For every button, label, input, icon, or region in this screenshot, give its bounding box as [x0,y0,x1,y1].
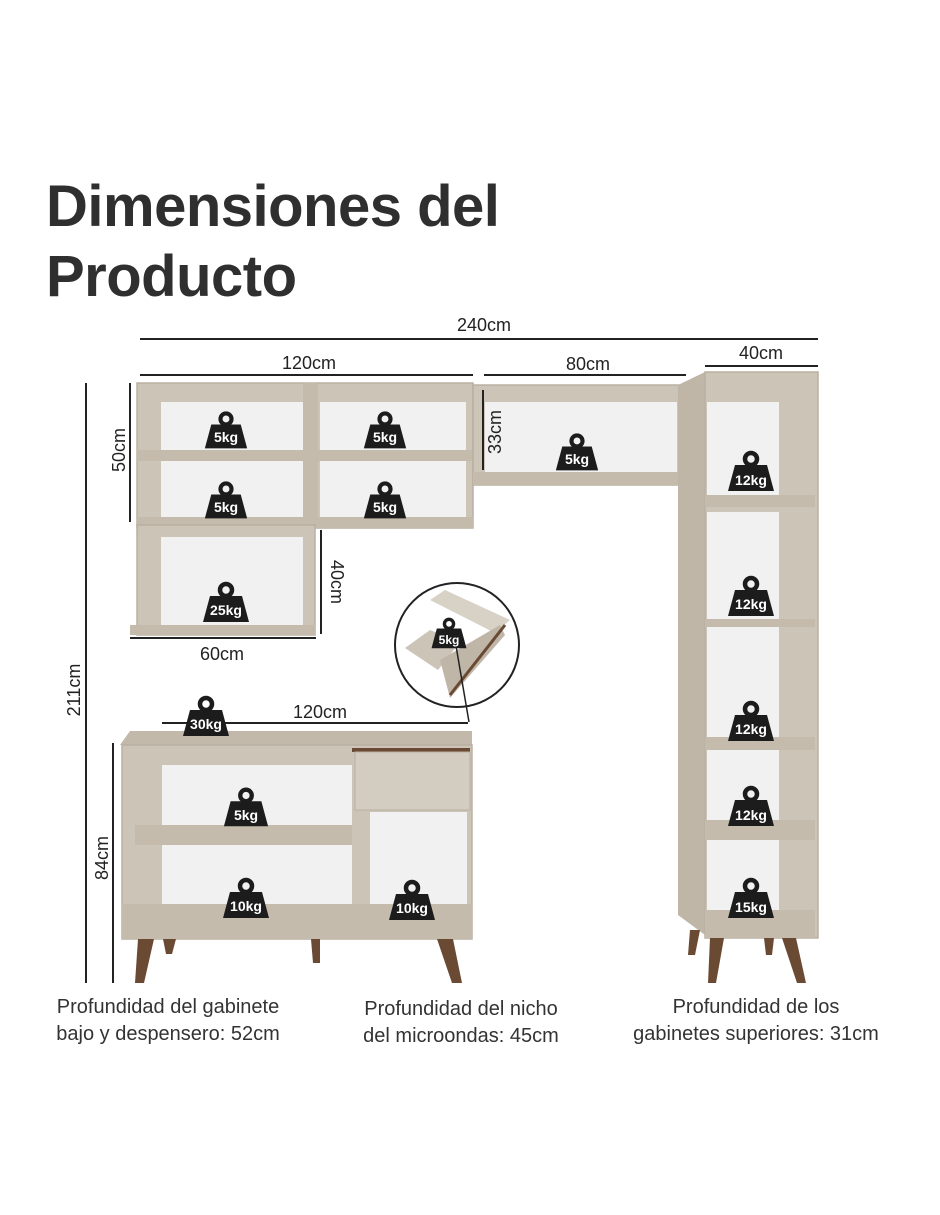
weight-icon: 30kg [183,698,229,736]
dim-lower-box-width: 60cm [200,644,244,664]
weight-base-niche: 10kg [396,900,428,916]
base-cabinet [120,731,473,983]
title-line-1: Dimensiones del [46,174,500,239]
weight-icon: 12kg [728,788,774,826]
weight-upper-big: 25kg [210,602,242,618]
note-micro-line-1: Profundidad del nicho [364,998,558,1020]
weight-icon: 25kg [203,584,249,622]
weight-icon: 10kg [389,882,435,920]
note-upper-line-2: gabinetes superiores: 31cm [633,1023,879,1045]
weight-icon: 12kg [728,453,774,491]
upper-left-cabinet [130,382,474,636]
dim-upper-height: 50cm [109,428,129,472]
weight-upper-3: 5kg [214,499,238,515]
weight-icon: 15kg [728,880,774,918]
dim-micro-width: 80cm [566,354,610,374]
dim-upper-width: 120cm [282,353,336,373]
weight-icon: 5kg [224,790,268,826]
note-base-depth: Profundidad del gabinete bajo y despense… [18,994,318,1048]
weight-icon: 5kg [364,413,406,448]
weight-icon: 12kg [728,578,774,616]
weight-icon: 5kg [205,483,247,518]
dim-base-width: 120cm [293,702,347,722]
weight-icon: 5kg [205,413,247,448]
weight-icon: 5kg [556,435,598,470]
weight-micro: 5kg [565,451,589,467]
dim-total-width: 240cm [457,315,511,335]
note-micro-line-2: del microondas: 45cm [363,1025,559,1047]
dim-base-height: 84cm [92,836,112,880]
weight-icon: 10kg [223,880,269,918]
weight-icon: 12kg [728,703,774,741]
note-upper-line-1: Profundidad de los [672,996,840,1018]
title-line-2: Producto [46,244,297,309]
weight-tower-2: 12kg [735,596,767,612]
weight-base-bottom: 10kg [230,898,262,914]
note-upper-depth: Profundidad de los gabinetes superiores:… [606,994,906,1048]
weight-top: 30kg [190,716,222,732]
page-title: Dimensiones del Producto [46,172,500,312]
dimension-labels: 240cm 120cm 80cm 40cm 50cm 33cm 40cm 60c… [64,315,783,880]
note-base-line-1: Profundidad del gabinete [56,996,280,1018]
dim-total-height: 211cm [64,664,84,717]
weight-tower-1: 12kg [735,472,767,488]
micro-upper-cabinet [472,384,691,486]
weight-icons: 5kg 5kg 5kg 5kg 25kg 5kg 5kg 30kg [183,413,774,920]
drawer-detail [394,582,520,723]
tall-tower [678,371,819,983]
note-base-line-2: bajo y despensero: 52cm [56,1023,280,1045]
dim-lower-box-height: 40cm [327,560,347,604]
weight-upper-4: 5kg [373,499,397,515]
weight-upper-1: 5kg [214,429,238,445]
weight-drawer: 5kg [439,633,460,647]
weight-upper-2: 5kg [373,429,397,445]
weight-icon: 5kg [364,483,406,518]
note-micro-depth: Profundidad del nicho del microondas: 45… [311,996,611,1050]
dim-micro-height: 33cm [485,410,505,454]
weight-tower-4: 12kg [735,807,767,823]
weight-icon: 5kg [430,617,468,650]
dim-tower-width: 40cm [739,343,783,363]
weight-tower-3: 12kg [735,721,767,737]
weight-base-shelf: 5kg [234,807,258,823]
weight-tower-5: 15kg [735,899,767,915]
